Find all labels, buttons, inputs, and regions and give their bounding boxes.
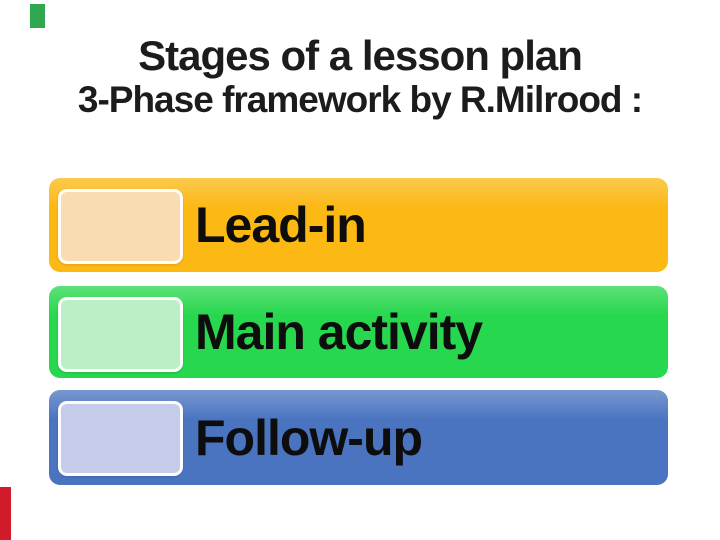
title-line-1: Stages of a lesson plan — [138, 32, 583, 79]
slide-title: Stages of a lesson plan 3-Phase framewor… — [0, 32, 720, 120]
edge-accent-red — [0, 487, 11, 540]
stage-label-main-activity: Main activity — [195, 304, 483, 360]
stage-label-lead-in: Lead-in — [195, 197, 367, 253]
stage-swatch-main-activity — [58, 297, 183, 372]
stage-bar-follow-up: Follow-up — [49, 390, 668, 485]
stage-label-follow-up: Follow-up — [195, 409, 423, 466]
title-line-2: 3-Phase framework by R.Milrood : — [77, 79, 643, 121]
stage-bar-lead-in: Lead-in — [49, 178, 668, 272]
stage-bar-main-activity: Main activity — [49, 286, 668, 378]
stage-swatch-lead-in — [58, 189, 183, 264]
stage-swatch-follow-up — [58, 401, 183, 476]
edge-accent-green — [30, 4, 45, 28]
